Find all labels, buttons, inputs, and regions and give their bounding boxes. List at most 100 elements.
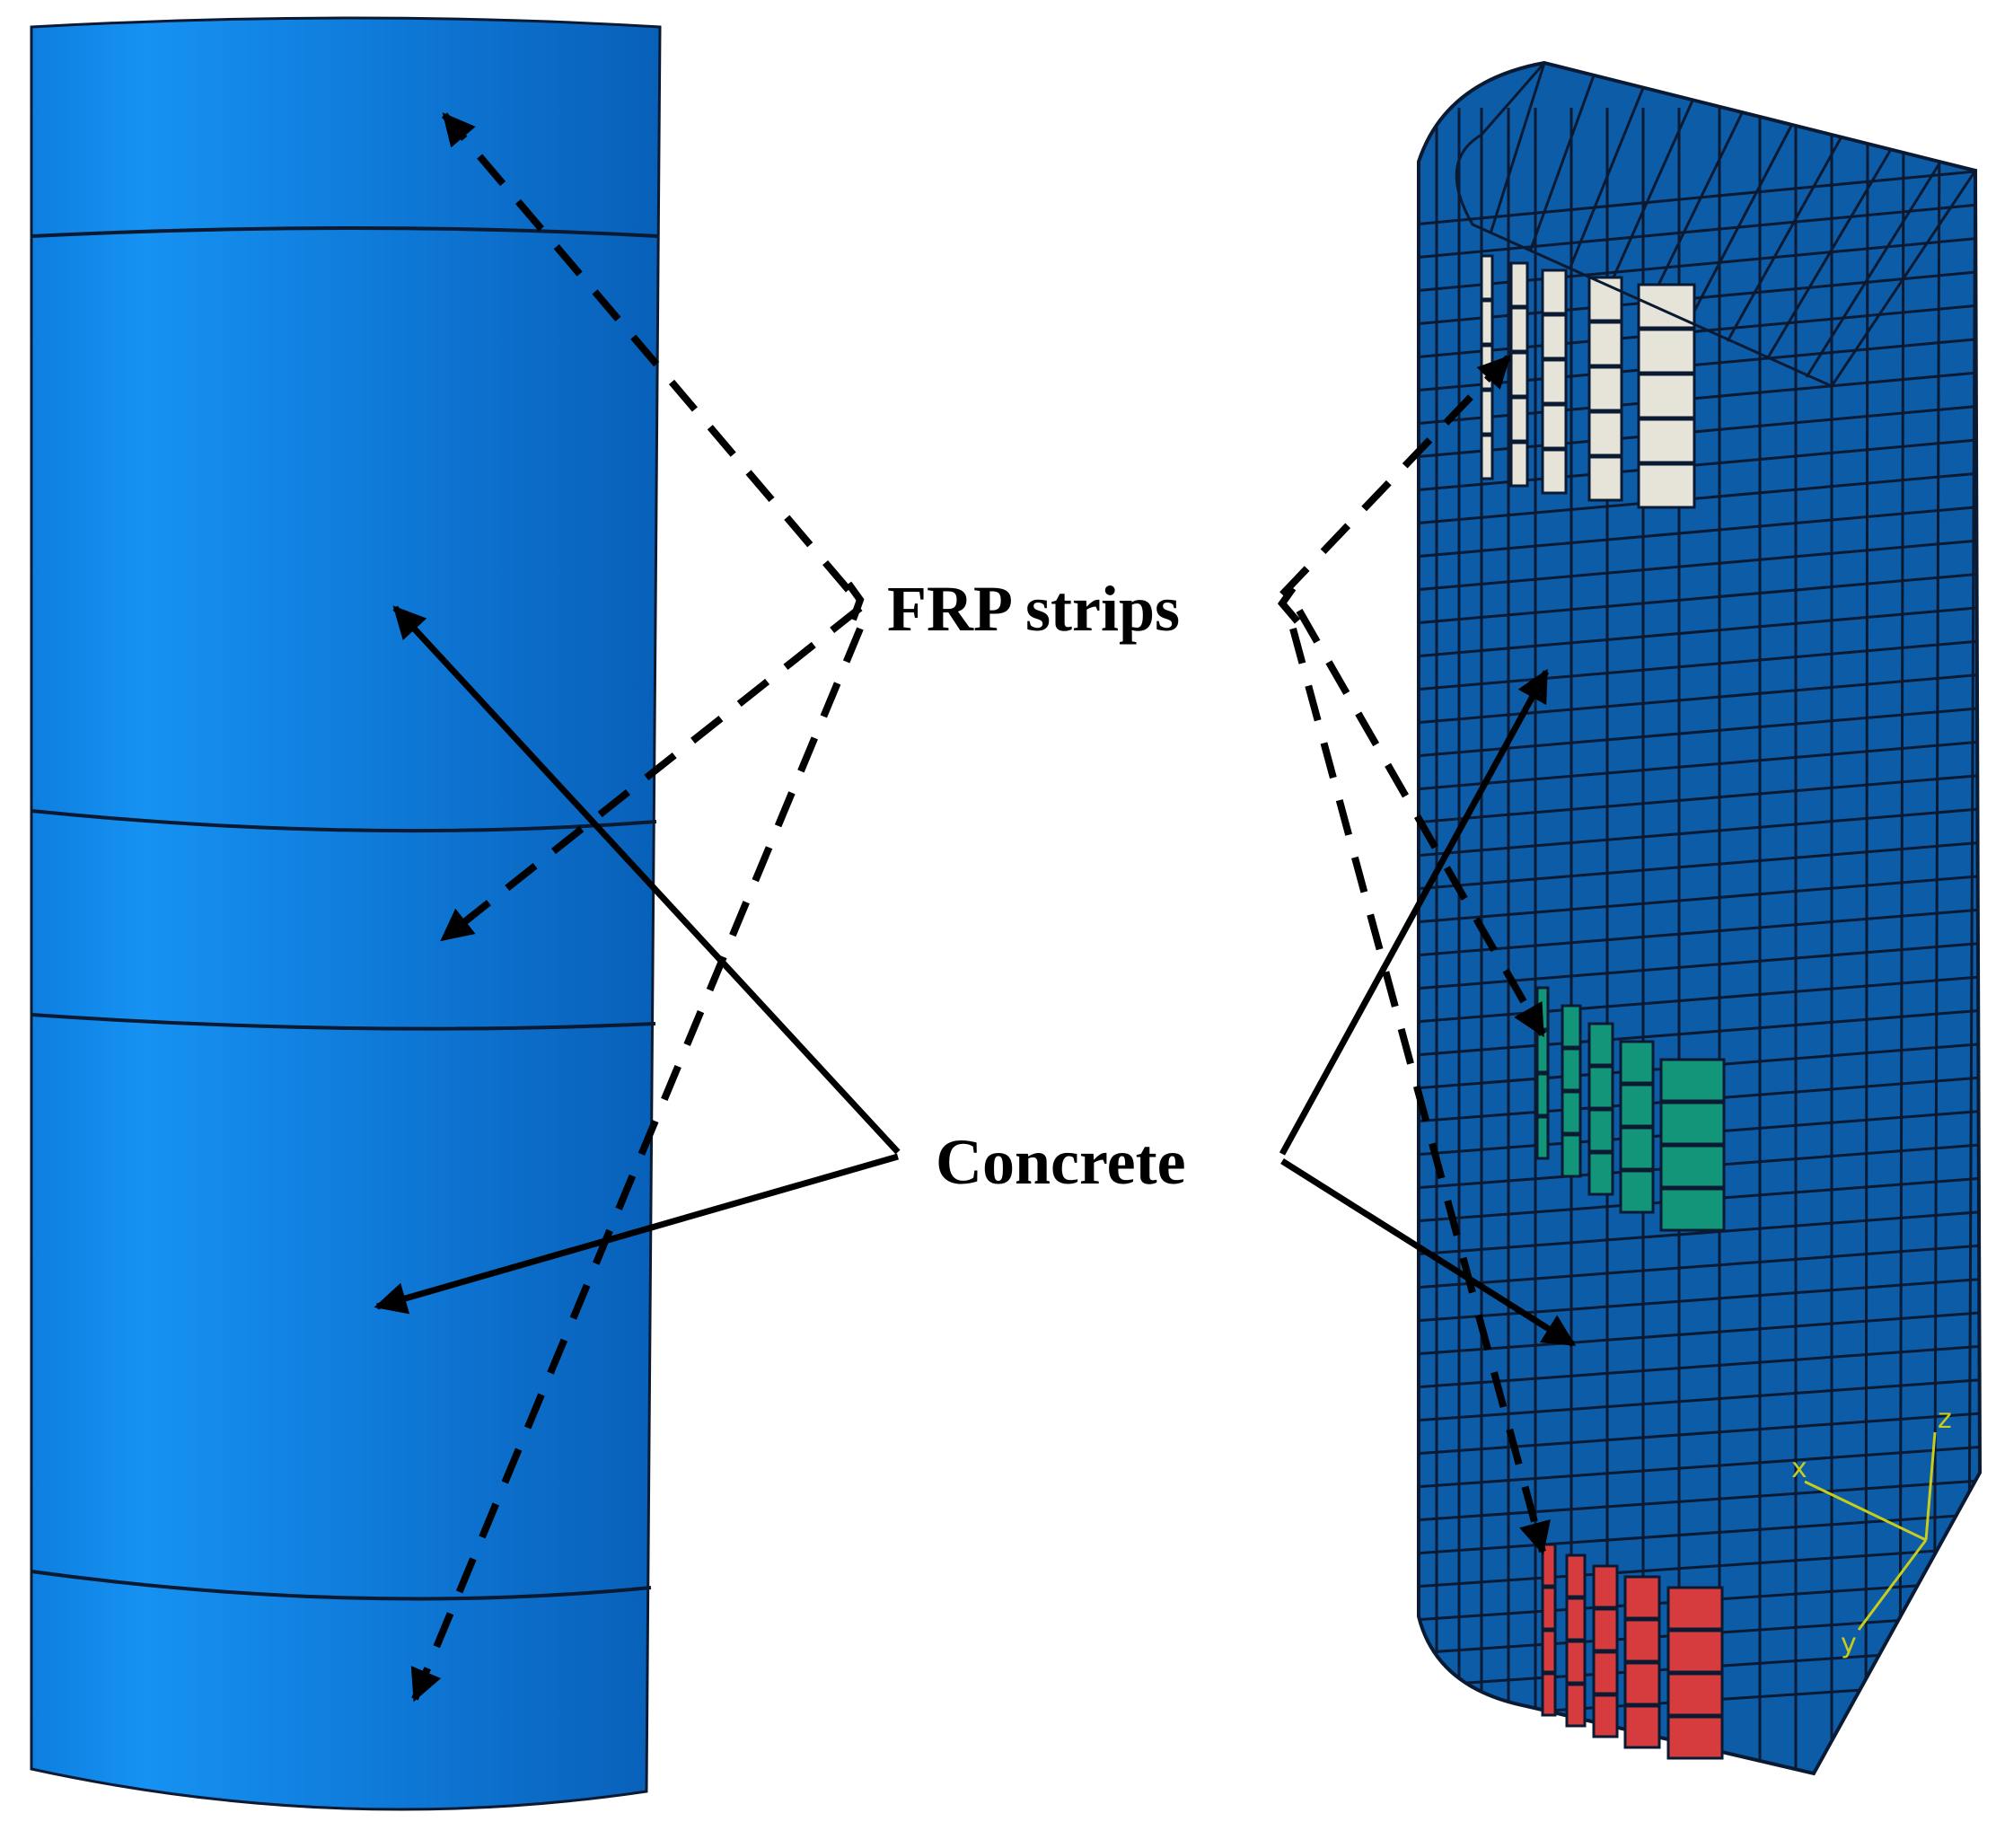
frp-element-middle <box>1587 1108 1614 1153</box>
mesh-horizontal-line <box>1419 1244 1980 1289</box>
mesh-horizontal-line <box>1419 840 1980 891</box>
frp-elbow-right <box>1277 585 1301 624</box>
axis-y-line <box>1857 1539 1928 1631</box>
frp-strip-boundary-2 <box>31 809 657 833</box>
mesh-horizontal-line <box>1419 908 1980 957</box>
frp-element-top <box>1541 403 1568 450</box>
frp-strip-top-elements <box>1480 254 1696 509</box>
frp-element-top <box>1541 358 1568 405</box>
mesh-vertical-line <box>1898 107 1905 1773</box>
mesh-horizontal-line <box>1419 202 1980 260</box>
axis-z-label: z <box>1938 1404 1952 1435</box>
left-cylinder <box>30 16 662 1811</box>
frp-element-top <box>1509 396 1529 443</box>
mesh-top-radial-line <box>1686 125 1793 324</box>
mesh-horizontal-line <box>1419 505 1980 559</box>
frp-element-middle <box>1619 1169 1655 1214</box>
axis-z-line <box>1924 1431 1937 1541</box>
mesh-horizontal-line <box>1419 740 1980 791</box>
mesh-horizontal-line <box>1419 1344 1980 1389</box>
frp-element-middle <box>1659 1144 1726 1189</box>
mesh-horizontal-line <box>1419 1545 1980 1588</box>
mesh-horizontal-line <box>1419 471 1980 525</box>
frp-element-top <box>1637 462 1696 509</box>
frp-element-bottom <box>1565 1553 1587 1598</box>
frp-arrow-left-top <box>441 112 852 593</box>
mesh-top-radial-line <box>1489 63 1546 234</box>
frp-element-middle <box>1619 1083 1655 1128</box>
frp-element-middle <box>1587 1065 1614 1110</box>
frp-element-middle <box>1619 1040 1655 1085</box>
axis-x-label: x <box>1791 1453 1807 1484</box>
frp-element-top <box>1509 261 1529 308</box>
mesh-horizontal-line <box>1419 370 1980 426</box>
frp-element-top <box>1587 455 1623 502</box>
frp-element-middle <box>1587 1151 1614 1196</box>
mesh-horizontal-line <box>1419 1377 1980 1422</box>
frp-strip-bottom-elements <box>1541 1543 1724 1760</box>
axis-triad <box>1804 1431 1937 1631</box>
mesh-outline <box>1417 60 1983 1776</box>
mesh-top-radial-line <box>1805 163 1941 378</box>
mesh-horizontal-line <box>1419 1412 1980 1456</box>
frp-element-top <box>1480 299 1494 346</box>
concrete-arrow-left-top <box>392 605 901 1155</box>
frp-strip-boundary-4 <box>31 1570 652 1601</box>
mesh-top-radial-line <box>1607 100 1694 288</box>
mesh-top-radial-line <box>1568 87 1645 270</box>
frp-leader-arrows-right <box>1279 355 1551 1555</box>
mesh-horizontal-line <box>1419 773 1980 824</box>
frp-element-middle <box>1619 1126 1655 1171</box>
mesh-horizontal-line <box>1419 437 1980 492</box>
frp-element-middle <box>1561 1047 1582 1092</box>
frp-element-middle <box>1659 1187 1726 1232</box>
mesh-horizontal-line <box>1419 236 1980 293</box>
concrete-leader-arrows <box>374 605 1577 1347</box>
frp-element-bottom <box>1623 1575 1661 1620</box>
frp-element-bottom <box>1592 1607 1619 1652</box>
frp-element-top <box>1541 268 1568 315</box>
frp-element-bottom <box>1541 1672 1557 1717</box>
mesh-horizontal-line <box>1419 404 1980 459</box>
concrete-label: Concrete <box>936 1126 1186 1198</box>
mesh-horizontal-line <box>1419 1479 1980 1522</box>
frp-element-top <box>1480 389 1494 436</box>
mesh-horizontal-line <box>1419 1210 1980 1256</box>
frp-arrow-left-middle <box>440 604 863 943</box>
frp-element-top <box>1587 410 1623 457</box>
frp-element-bottom <box>1541 1629 1557 1674</box>
frp-element-bottom <box>1592 1564 1619 1609</box>
frp-element-top <box>1541 313 1568 360</box>
mesh-horizontal-line <box>1419 1311 1980 1356</box>
frp-element-bottom <box>1623 1704 1661 1749</box>
mesh-horizontal-line <box>1419 1008 1980 1057</box>
frp-element-top <box>1541 448 1568 495</box>
concrete-arrow-right-top <box>1279 668 1550 1156</box>
frp-element-middle <box>1587 1022 1614 1067</box>
frp-element-top <box>1509 351 1529 398</box>
frp-element-bottom <box>1623 1618 1661 1663</box>
frp-element-top <box>1509 306 1529 353</box>
axis-x-line <box>1804 1480 1927 1542</box>
mesh-horizontal-line <box>1419 169 1980 226</box>
frp-element-top <box>1637 418 1696 464</box>
mesh-horizontal-line <box>1419 1445 1980 1489</box>
mesh-horizontal-line <box>1419 538 1980 592</box>
frp-element-top <box>1509 441 1529 488</box>
mesh-horizontal-line <box>1419 605 1980 658</box>
mesh-horizontal-line <box>1419 706 1980 758</box>
frp-element-top <box>1480 344 1494 391</box>
frp-element-middle <box>1535 1029 1550 1074</box>
mesh-horizontal-line <box>1419 1512 1980 1555</box>
frp-leader-elbow-right <box>1277 585 1301 624</box>
left-cylinder-body <box>30 16 662 1811</box>
frp-element-middle <box>1561 1133 1582 1178</box>
frp-element-middle <box>1535 1072 1550 1117</box>
frp-arrow-left-bottom <box>410 627 864 1703</box>
mesh-top-face <box>1455 61 1978 388</box>
frp-element-bottom <box>1666 1629 1724 1674</box>
frp-element-middle <box>1659 1101 1726 1146</box>
frp-element-top <box>1480 434 1494 480</box>
frp-element-bottom <box>1666 1672 1724 1717</box>
mesh-horizontal-line <box>1419 673 1980 725</box>
